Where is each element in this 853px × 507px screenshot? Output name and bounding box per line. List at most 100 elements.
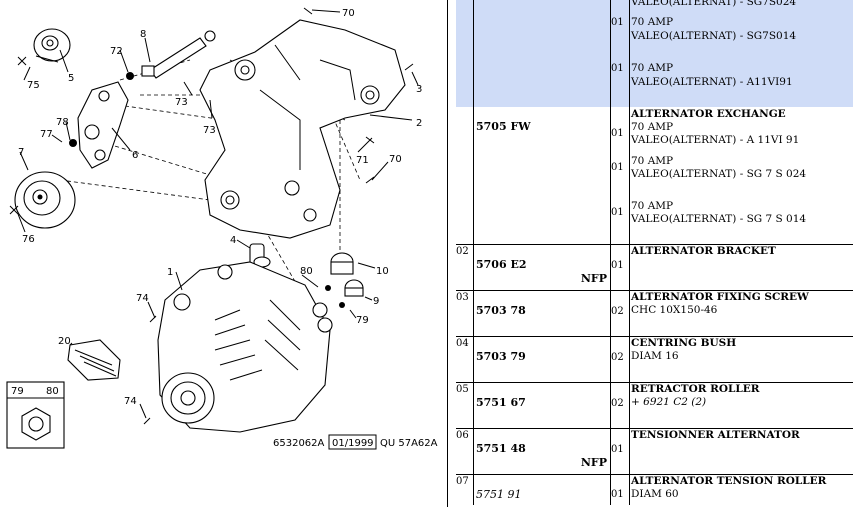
qty: 01 bbox=[611, 17, 624, 28]
callout-77: 77 bbox=[40, 129, 53, 140]
table-row[interactable]: 06 5751 48 NFP 01 TENSIONNER ALTERNATOR bbox=[456, 428, 853, 475]
callout-72: 72 bbox=[110, 46, 123, 57]
part-reference: 5703 78 bbox=[476, 304, 526, 317]
qty: 01 bbox=[611, 162, 624, 173]
part-title: ALTERNATOR EXCHANGE bbox=[631, 108, 786, 120]
part-4-centring-bush bbox=[249, 243, 271, 268]
callout-70: 70 bbox=[342, 8, 355, 19]
part-1-alternator bbox=[157, 261, 333, 433]
part-5-pulley bbox=[33, 28, 71, 63]
qty: 01 bbox=[611, 207, 624, 218]
part-reference: 5705 FW bbox=[476, 120, 531, 133]
table-row[interactable]: 5705 FW 01 01 01 ALTERNATOR EXCHANGE 70 … bbox=[456, 107, 853, 245]
diagram-footer: 6532062A 01/1999 QU 57A62A bbox=[273, 434, 438, 450]
qty: 01 bbox=[611, 63, 624, 74]
item-number: 07 bbox=[456, 476, 469, 487]
part-title: ALTERNATOR BRACKET bbox=[631, 245, 776, 257]
description-line: 70 AMP bbox=[631, 62, 674, 74]
part-title: RETRACTOR ROLLER bbox=[631, 383, 760, 395]
description-line: VALEO(ALTERNAT) - SG 7 S 024 bbox=[631, 168, 807, 180]
part-6-tensioner-arm bbox=[77, 81, 129, 169]
callout-74: 74 bbox=[136, 293, 149, 304]
part-reference: 5751 48 bbox=[476, 442, 526, 455]
description-line: 70 AMP bbox=[631, 121, 674, 133]
description-line: 70 AMP bbox=[631, 16, 674, 28]
drawing-code: 6532062A bbox=[273, 438, 325, 449]
part-description: DIAM 16 bbox=[631, 350, 679, 362]
part-title: ALTERNATOR TENSION ROLLER bbox=[631, 475, 827, 487]
part-reference: 5706 E2 bbox=[476, 258, 527, 271]
callout-78: 78 bbox=[56, 117, 69, 128]
part-title: ALTERNATOR FIXING SCREW bbox=[631, 291, 809, 303]
callout-9: 9 bbox=[373, 296, 379, 307]
description-line: VALEO(ALTERNAT) - A 11VI 91 bbox=[631, 134, 800, 146]
part-20-belt bbox=[67, 339, 121, 381]
part-reference: 5751 91 bbox=[476, 488, 522, 501]
callout-8: 8 bbox=[140, 29, 146, 40]
table-row-highlighted[interactable]: 01 01 VALEO(ALTERNAT) - SG7S024 70 AMP V… bbox=[456, 0, 853, 107]
inset-label-80: 80 bbox=[46, 386, 59, 397]
part-description: DIAM 60 bbox=[631, 488, 679, 500]
exploded-parts-diagram: 79 80 70 8 72 5 75 73 3 73 2 78 77 6 7 7… bbox=[6, 7, 438, 450]
screw-markers bbox=[9, 7, 414, 425]
part-reference: 5703 79 bbox=[476, 350, 526, 363]
callout-4: 4 bbox=[230, 235, 236, 246]
description-line: VALEO(ALTERNAT) - SG7S014 bbox=[631, 30, 797, 42]
qty: 01 bbox=[611, 260, 624, 271]
part-description: CHC 10X150-46 bbox=[631, 304, 718, 316]
part-9-cap bbox=[344, 279, 364, 297]
item-number: 05 bbox=[456, 384, 469, 395]
nfp-flag: NFP bbox=[580, 272, 607, 285]
part-title: CENTRING BUSH bbox=[631, 337, 737, 349]
callout-73: 73 bbox=[203, 125, 216, 136]
callout-labels: 70 8 72 5 75 73 3 73 2 78 77 6 7 71 70 7… bbox=[18, 8, 422, 407]
callout-3: 3 bbox=[416, 84, 422, 95]
callout-73: 73 bbox=[175, 97, 188, 108]
description-line: VALEO(ALTERNAT) - A11VI91 bbox=[631, 76, 793, 88]
callout-6: 6 bbox=[132, 150, 138, 161]
part-title: TENSIONNER ALTERNATOR bbox=[631, 429, 800, 441]
callout-75: 75 bbox=[27, 80, 40, 91]
callout-80: 80 bbox=[300, 266, 313, 277]
inset-label-79: 79 bbox=[11, 386, 24, 397]
part-2-alternator-bracket bbox=[199, 19, 406, 239]
description-line: VALEO(ALTERNAT) - SG7S024 bbox=[631, 0, 797, 8]
item-number: 04 bbox=[456, 338, 469, 349]
qty: 02 bbox=[611, 352, 624, 363]
drawing-ref: QU 57A62A bbox=[380, 438, 438, 449]
callout-71: 71 bbox=[356, 155, 369, 166]
item-number: 03 bbox=[456, 292, 469, 303]
callout-20: 20 bbox=[58, 336, 71, 347]
column-divider bbox=[447, 0, 448, 507]
part-7-tension-roller bbox=[14, 171, 76, 229]
inset-nut-box: 79 80 bbox=[6, 381, 65, 449]
item-number: 06 bbox=[456, 430, 469, 441]
callout-5: 5 bbox=[68, 73, 74, 84]
callout-74: 74 bbox=[124, 396, 137, 407]
qty: 01 bbox=[611, 444, 624, 455]
callout-76: 76 bbox=[22, 234, 35, 245]
parts-table: 01 01 VALEO(ALTERNAT) - SG7S024 70 AMP V… bbox=[456, 0, 853, 507]
callout-7: 7 bbox=[18, 147, 24, 158]
description-line: 70 AMP bbox=[631, 200, 674, 212]
qty: 01 bbox=[611, 489, 624, 500]
callout-2: 2 bbox=[416, 118, 422, 129]
qty: 02 bbox=[611, 306, 624, 317]
table-row[interactable]: 05 5751 67 02 RETRACTOR ROLLER+ 6921 C2 … bbox=[456, 382, 853, 429]
callout-1: 1 bbox=[167, 267, 173, 278]
nfp-flag: NFP bbox=[580, 456, 607, 469]
callout-10: 10 bbox=[376, 266, 389, 277]
description-line: VALEO(ALTERNAT) - SG 7 S 014 bbox=[631, 213, 807, 225]
drawing-date: 01/1999 bbox=[332, 438, 374, 449]
callout-70: 70 bbox=[389, 154, 402, 165]
qty: 01 bbox=[611, 128, 624, 139]
callout-79: 79 bbox=[356, 315, 369, 326]
part-reference: 5751 67 bbox=[476, 396, 526, 409]
part-8-rod bbox=[141, 30, 216, 79]
description-line: 70 AMP bbox=[631, 155, 674, 167]
part-10-cap bbox=[330, 252, 354, 275]
